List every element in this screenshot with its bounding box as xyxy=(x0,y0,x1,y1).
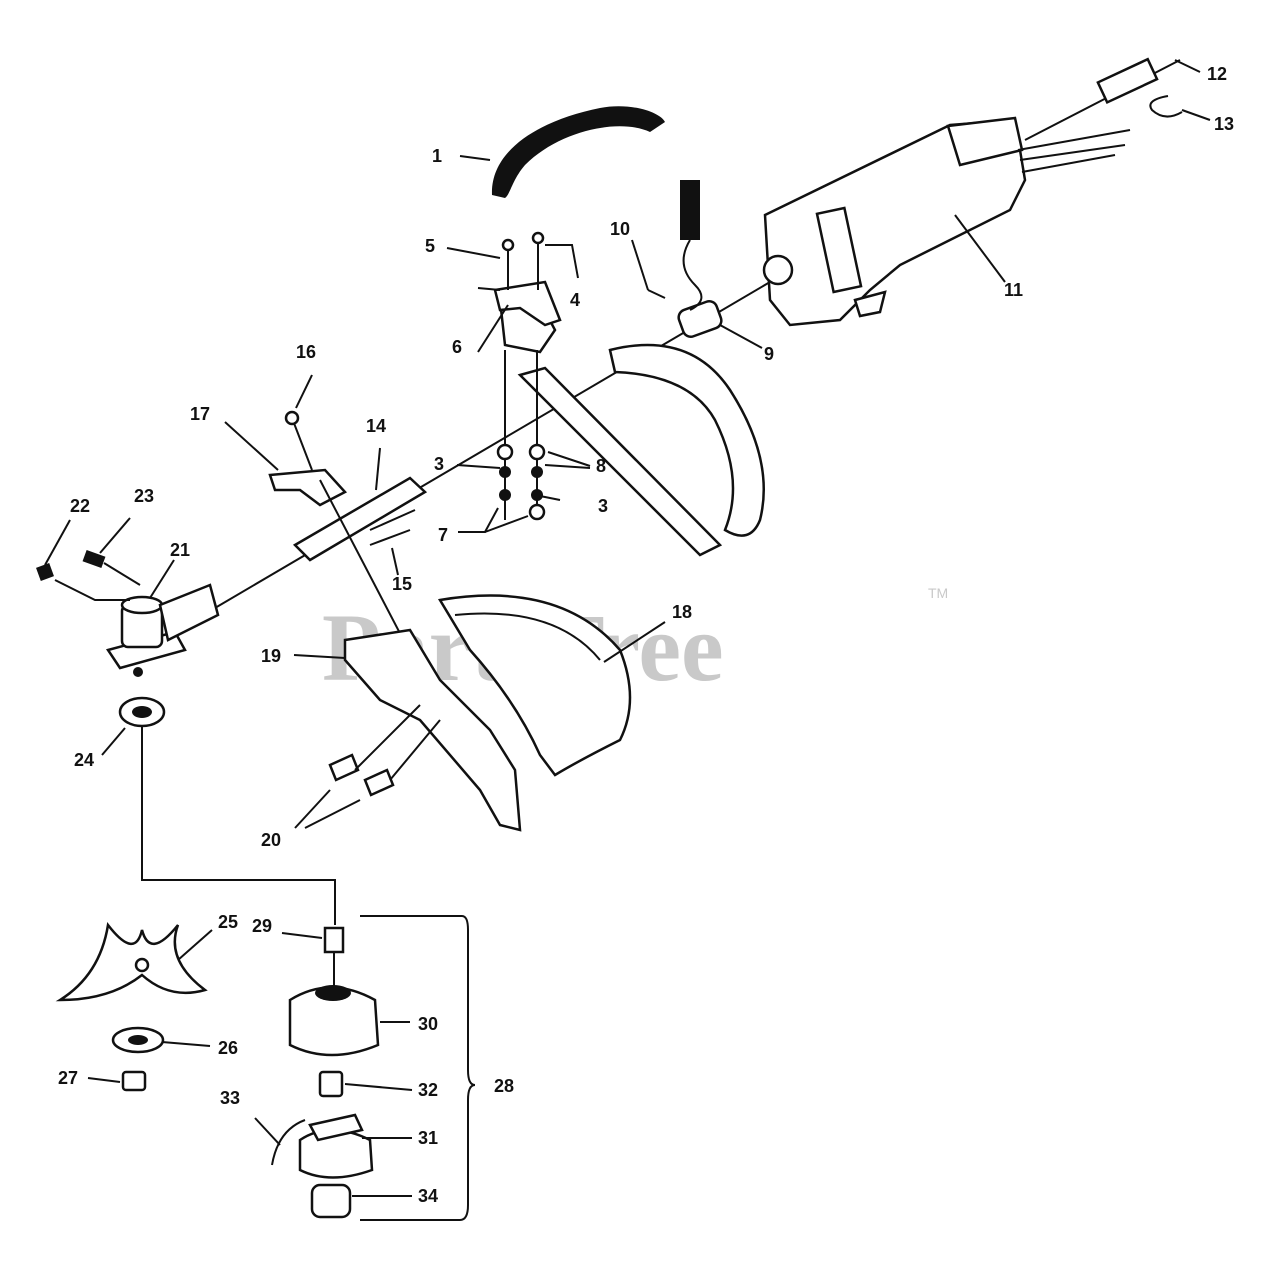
part-20-clip-b xyxy=(363,768,395,797)
part-23-screw xyxy=(82,549,106,569)
callout-12: 12 xyxy=(1207,64,1227,84)
callout-13: 13 xyxy=(1214,114,1234,134)
part-27-nut xyxy=(121,1070,147,1092)
callout-31: 31 xyxy=(418,1128,438,1148)
callout-14: 14 xyxy=(366,416,386,436)
loop-handle xyxy=(608,343,765,537)
callout-26: 26 xyxy=(218,1038,238,1058)
callout-18: 18 xyxy=(672,602,692,622)
callout-21: 21 xyxy=(170,540,190,560)
part-4-bracket xyxy=(493,280,562,327)
part-28-bracket xyxy=(360,915,476,1221)
part-33-line xyxy=(271,1119,306,1166)
callout-20: 20 xyxy=(261,830,281,850)
callout-19: 19 xyxy=(261,646,281,666)
part-14-shaft-tube xyxy=(292,476,428,562)
callout-labels: 1 5 4 6 3 8 3 7 10 9 11 12 13 14 15 16 1… xyxy=(58,64,1234,1206)
part-24-bearing xyxy=(118,696,166,728)
callout-15: 15 xyxy=(392,574,412,594)
callout-7: 7 xyxy=(438,525,448,545)
callout-32: 32 xyxy=(418,1080,438,1100)
part-9-clamp xyxy=(677,180,723,338)
callout-3a: 3 xyxy=(434,454,444,474)
callout-3b: 3 xyxy=(598,496,608,516)
part-20-clip-a xyxy=(328,753,360,782)
part-30-spool-housing xyxy=(288,985,380,1057)
part-34-knob xyxy=(310,1183,352,1219)
callout-8: 8 xyxy=(596,456,606,476)
part-26-adapter xyxy=(111,1026,165,1054)
callout-30: 30 xyxy=(418,1014,438,1034)
callout-22: 22 xyxy=(70,496,90,516)
part-17-bracket xyxy=(268,468,348,507)
callout-24: 24 xyxy=(74,750,94,770)
part-32-spring xyxy=(318,1070,344,1098)
callout-33: 33 xyxy=(220,1088,240,1108)
callout-25: 25 xyxy=(218,912,238,932)
part-31-spool xyxy=(298,1113,374,1179)
callout-23: 23 xyxy=(134,486,154,506)
watermark-tm: TM xyxy=(928,585,948,601)
callout-29: 29 xyxy=(252,916,272,936)
engine-housing xyxy=(762,57,1181,327)
callout-4: 4 xyxy=(570,290,580,310)
callout-16: 16 xyxy=(296,342,316,362)
leader-lines xyxy=(44,59,1211,1197)
callout-1: 1 xyxy=(432,146,442,166)
part-10-screw xyxy=(647,289,666,299)
callout-27: 27 xyxy=(58,1068,78,1088)
part-29-bolt xyxy=(323,926,345,990)
part-13-clip xyxy=(1149,95,1183,118)
part-1-spring xyxy=(491,106,665,198)
callout-11: 11 xyxy=(1004,280,1023,300)
callout-28: 28 xyxy=(494,1076,514,1096)
part-18-guard xyxy=(437,594,632,777)
callout-10: 10 xyxy=(610,219,630,239)
callout-9: 9 xyxy=(764,344,774,364)
part-25-blade xyxy=(55,921,208,1002)
part-21-gearbox xyxy=(105,583,220,677)
part-22-screw xyxy=(36,563,54,581)
callout-17: 17 xyxy=(190,404,210,424)
callout-5: 5 xyxy=(425,236,435,256)
callout-6: 6 xyxy=(452,337,462,357)
handle-bar xyxy=(517,366,723,557)
callout-34: 34 xyxy=(418,1186,438,1206)
washers-nuts xyxy=(496,350,546,521)
